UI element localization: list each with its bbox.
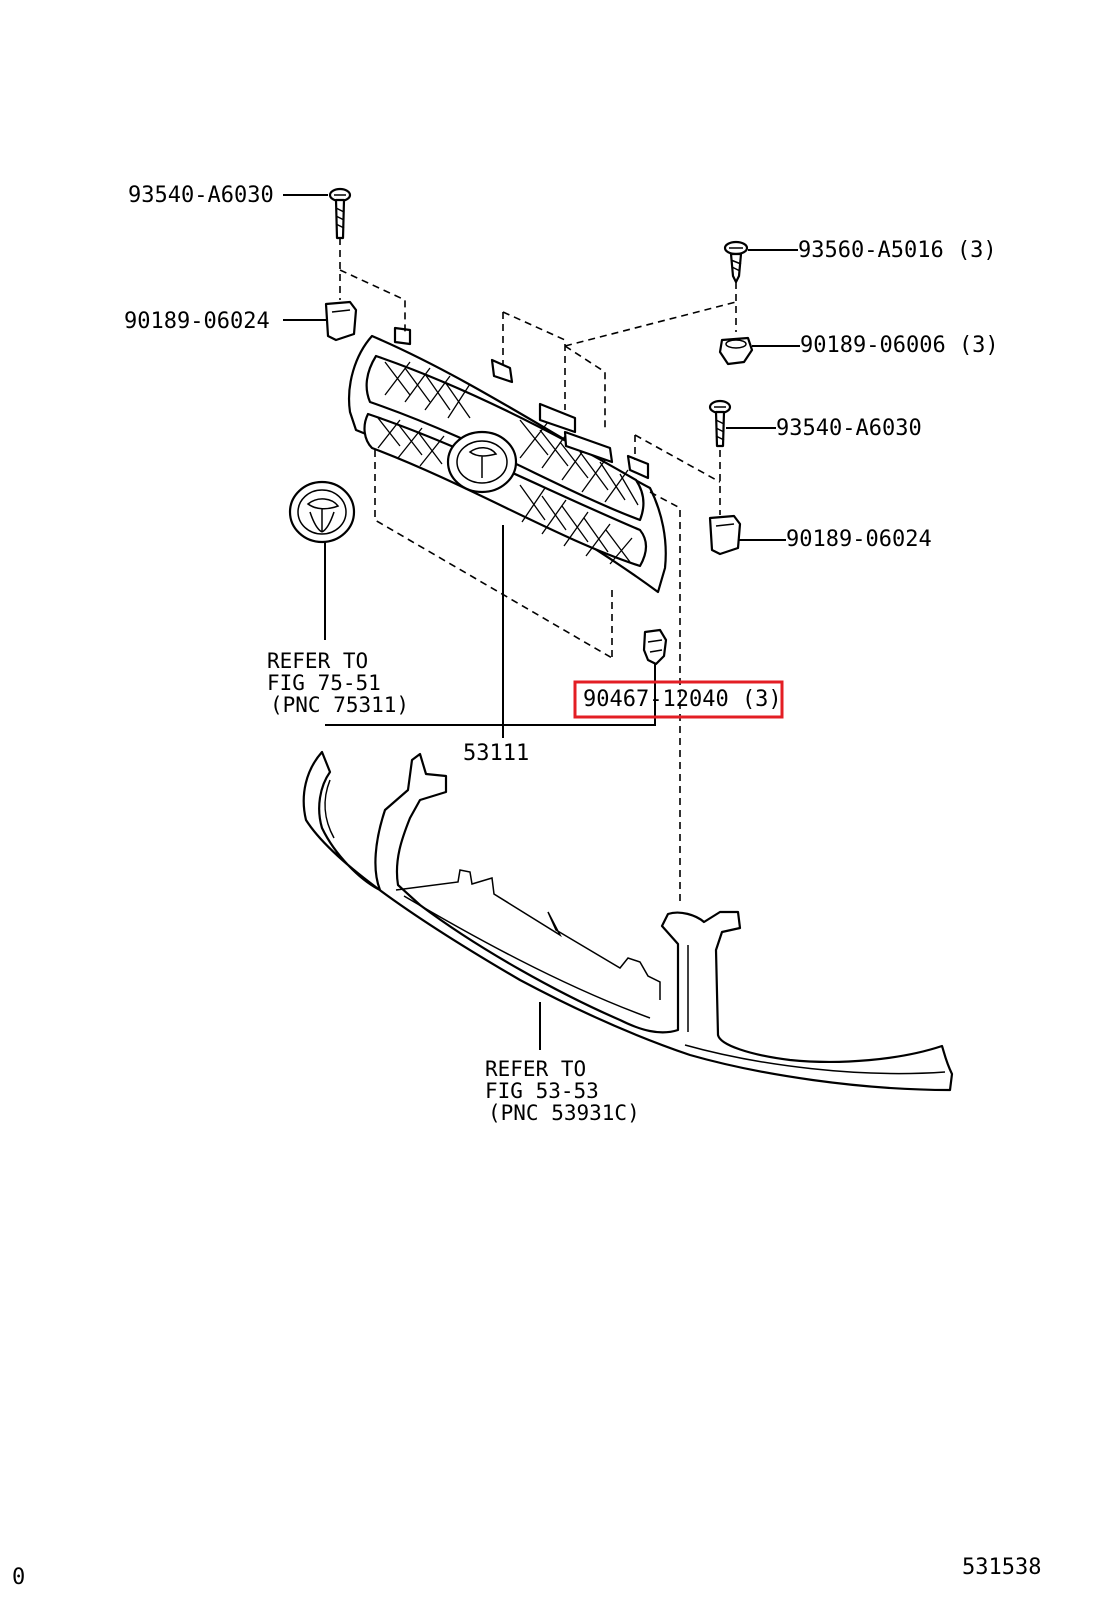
refer-panel-line1: REFER TO bbox=[485, 1057, 586, 1081]
refer-emblem-line1: REFER TO bbox=[267, 649, 368, 673]
label-90189-06006: 90189-06006 (3) bbox=[800, 333, 999, 358]
clip-right-top-icon bbox=[718, 336, 754, 366]
label-53111: 53111 bbox=[463, 741, 529, 766]
bolt-top-left-icon bbox=[328, 187, 352, 240]
emblem-icon bbox=[288, 480, 356, 544]
label-93540-a6030-right: 93540-A6030 bbox=[776, 416, 922, 441]
label-90467-12040: 90467-12040 (3) bbox=[583, 687, 782, 712]
lower-panel bbox=[302, 750, 954, 1092]
screw-top-right-icon bbox=[723, 240, 749, 284]
label-90189-06024-left: 90189-06024 bbox=[124, 309, 270, 334]
label-93540-a6030-left: 93540-A6030 bbox=[128, 183, 274, 208]
figure-number: 531538 bbox=[962, 1555, 1041, 1580]
clip-90467-icon bbox=[642, 628, 668, 666]
refer-panel-line3: (PNC 53931C) bbox=[488, 1101, 640, 1125]
callout-labels: 93540-A6030 90189-06024 93560-A5016 (3) … bbox=[12, 183, 1041, 1590]
refer-panel-line2: FIG 53-53 bbox=[485, 1079, 599, 1103]
refer-emblem-line3: (PNC 75311) bbox=[270, 693, 409, 717]
leader-lines bbox=[283, 194, 800, 1050]
clip-right-lower-icon bbox=[708, 514, 742, 556]
clip-left-icon bbox=[324, 300, 358, 342]
footer-left-code: 0 bbox=[12, 1565, 25, 1590]
grille-53111 bbox=[348, 326, 667, 594]
bolt-right-icon bbox=[708, 399, 732, 448]
refer-emblem-line2: FIG 75-51 bbox=[267, 671, 381, 695]
label-90189-06024-right: 90189-06024 bbox=[786, 527, 932, 552]
highlight-box bbox=[573, 680, 784, 719]
label-93560-a5016: 93560-A5016 (3) bbox=[798, 238, 997, 263]
alignment-lines bbox=[339, 238, 737, 905]
